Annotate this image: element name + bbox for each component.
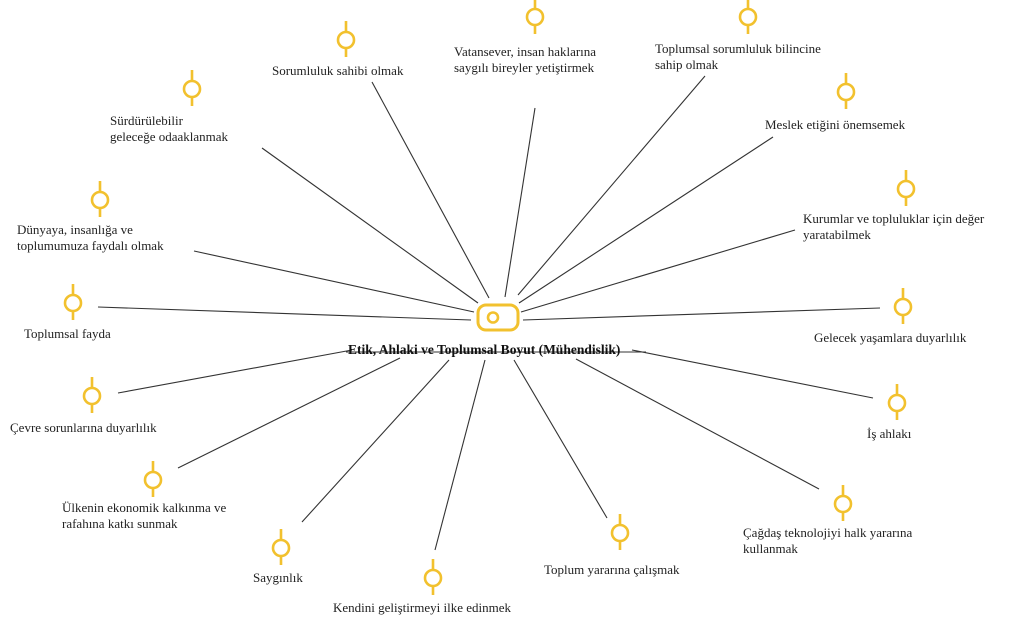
- node-label-line: Dünyaya, insanlığa ve: [17, 222, 133, 237]
- connector-line: [517, 75, 706, 296]
- connector-line: [504, 107, 536, 298]
- node-label-line: Vatansever, insan haklarına: [454, 44, 597, 59]
- node-label-line: Sürdürülebilir: [110, 113, 183, 128]
- connector-line: [631, 349, 874, 399]
- node-label: Kendini geliştirmeyi ilke edinmek: [333, 600, 511, 616]
- node-marker-icon: [610, 514, 630, 550]
- connector-line: [177, 357, 401, 469]
- node-label: Gelecek yaşamlara duyarlılık: [814, 330, 966, 346]
- connector-line: [97, 306, 472, 321]
- node-marker-icon: [887, 384, 907, 420]
- connector-line: [522, 307, 881, 321]
- node-label: Sorumluluk sahibi olmak: [272, 63, 403, 79]
- node-label: Saygınlık: [253, 570, 303, 586]
- node-marker-icon: [836, 73, 856, 109]
- node-label-line: Meslek etiğini önemsemek: [765, 117, 906, 132]
- node-label-line: Gelecek yaşamlara duyarlılık: [814, 330, 967, 345]
- node-marker-icon: [896, 170, 916, 206]
- node-label-line: Saygınlık: [253, 570, 303, 585]
- node-label-line: Sorumluluk sahibi olmak: [272, 63, 404, 78]
- node-label-line: Ülkenin ekonomik kalkınma ve: [62, 500, 227, 515]
- node-label-line: geleceğe odaaklanmak: [110, 129, 229, 144]
- node-label-line: Toplum yararına çalışmak: [544, 562, 680, 577]
- node-label-line: Toplumsal fayda: [24, 326, 111, 341]
- node-marker-icon: [90, 181, 110, 217]
- node-label: Çevre sorunlarına duyarlılık: [10, 420, 157, 436]
- connector-line: [513, 359, 608, 519]
- node-label: Toplum yararına çalışmak: [544, 562, 680, 578]
- connector-line: [520, 229, 796, 313]
- node-marker-icon: [143, 461, 163, 497]
- node-label-line: saygılı bireyler yetiştirmek: [454, 60, 595, 75]
- connector-line: [518, 136, 774, 304]
- node-label: Meslek etiğini önemsemek: [765, 117, 905, 133]
- node-marker-icon: [423, 559, 443, 595]
- node-label-line: kullanmak: [743, 541, 798, 556]
- node-label-line: toplumumuza faydalı olmak: [17, 238, 164, 253]
- connector-line: [193, 250, 475, 313]
- connector-line: [434, 359, 486, 551]
- node-marker-icon: [82, 377, 102, 413]
- node-marker-icon: [63, 284, 83, 320]
- node-label-line: sahip olmak: [655, 57, 719, 72]
- node-marker-icon: [271, 529, 291, 565]
- node-marker-icon: [833, 485, 853, 521]
- node-marker-icon: [336, 21, 356, 57]
- connector-line: [117, 349, 353, 394]
- connector-line: [575, 358, 820, 490]
- connector-line: [261, 147, 479, 304]
- center-title: Etik, Ahlaki ve Toplumsal Boyut (Mühendi…: [348, 342, 621, 357]
- node-label-line: Toplumsal sorumluluk bilincine: [655, 41, 821, 56]
- node-label-line: İş ahlakı: [867, 426, 912, 441]
- node-marker-icon: [525, 0, 545, 34]
- node-label-line: yaratabilmek: [803, 227, 871, 242]
- node-marker-icon: [738, 0, 758, 34]
- node-label-line: Çağdaş teknolojiyi halk yararına: [743, 525, 913, 540]
- node-label-line: Kurumlar ve topluluklar için değer: [803, 211, 985, 226]
- node-marker-icon: [893, 288, 913, 324]
- node-label-line: rafahına katkı sunmak: [62, 516, 178, 531]
- connector-line: [371, 81, 490, 299]
- ticket-icon: [476, 303, 520, 332]
- node-label-line: Kendini geliştirmeyi ilke edinmek: [333, 600, 511, 615]
- connector-line: [301, 359, 450, 523]
- node-marker-icon: [182, 70, 202, 106]
- node-label-line: Çevre sorunlarına duyarlılık: [10, 420, 157, 435]
- node-label: Toplumsal fayda: [24, 326, 111, 342]
- node-label: İş ahlakı: [867, 426, 911, 442]
